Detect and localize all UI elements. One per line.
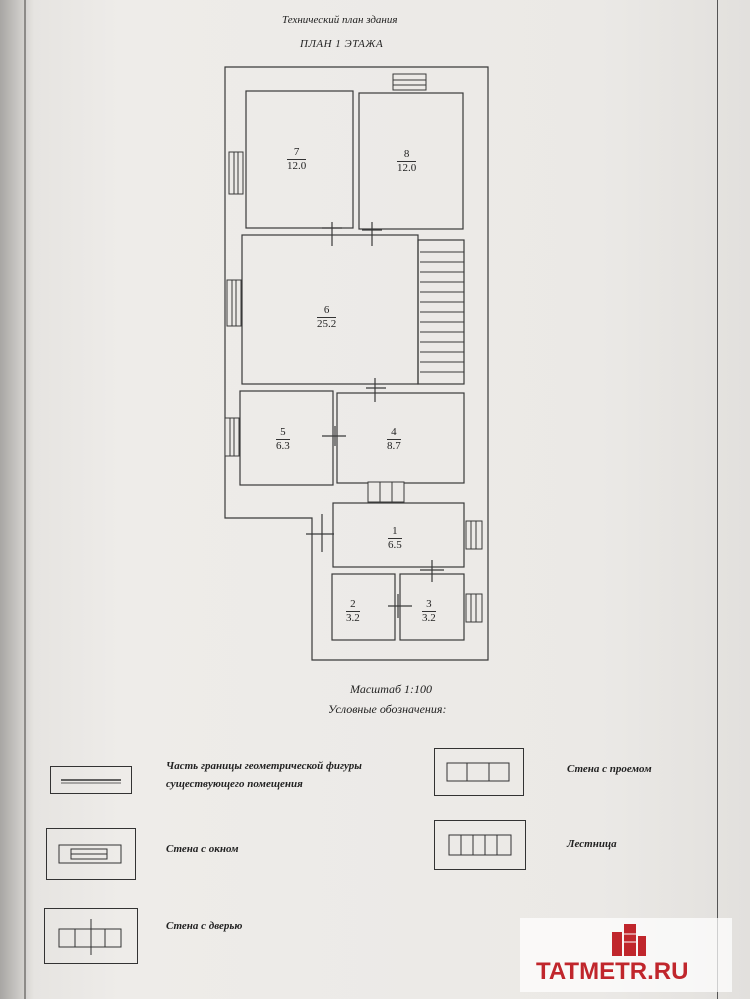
- watermark: TATMETR.RU: [520, 918, 732, 992]
- window-left-6: [226, 279, 242, 327]
- wall-opening: [367, 481, 405, 503]
- room-7: [245, 90, 354, 229]
- room-2: [331, 573, 396, 641]
- legend-door-symbol: [44, 908, 138, 964]
- building-logo-icon: [612, 924, 646, 956]
- legend-stairs-symbol: [434, 820, 526, 870]
- doors: [306, 222, 444, 618]
- window-left-7: [228, 151, 244, 195]
- window-right-1: [465, 520, 483, 550]
- legend-heading: Условные обозначения:: [328, 702, 447, 716]
- window-left-5: [224, 417, 240, 457]
- room-1: [332, 502, 465, 568]
- outer-wall: [224, 66, 489, 661]
- room-5: [239, 390, 334, 486]
- watermark-text: TATMETR.RU: [536, 958, 689, 985]
- room-8: [358, 92, 464, 230]
- document-title: Технический план здания: [282, 14, 398, 26]
- binding-edge: [24, 0, 26, 999]
- floor-title: ПЛАН 1 ЭТАЖА: [300, 38, 384, 50]
- window-right-3: [465, 593, 483, 623]
- frame-border: [717, 0, 718, 999]
- legend-boundary-symbol: [50, 766, 132, 794]
- legend-window-symbol: [46, 828, 136, 880]
- legend-door-label: Стена с дверью: [166, 920, 243, 932]
- legend-opening-label: Стена с проемом: [567, 763, 652, 775]
- stair-treads: [420, 251, 464, 373]
- legend-boundary-line1: Часть границы геометрической фигуры: [166, 760, 362, 772]
- legend-boundary-line2: существующего помещения: [166, 778, 303, 790]
- legend-window-label: Стена с окном: [166, 843, 239, 855]
- scale-label: Масштаб 1:100: [350, 682, 433, 696]
- window-top: [392, 73, 427, 91]
- legend-opening-symbol: [434, 748, 524, 796]
- legend-stairs-label: Лестница: [567, 838, 617, 850]
